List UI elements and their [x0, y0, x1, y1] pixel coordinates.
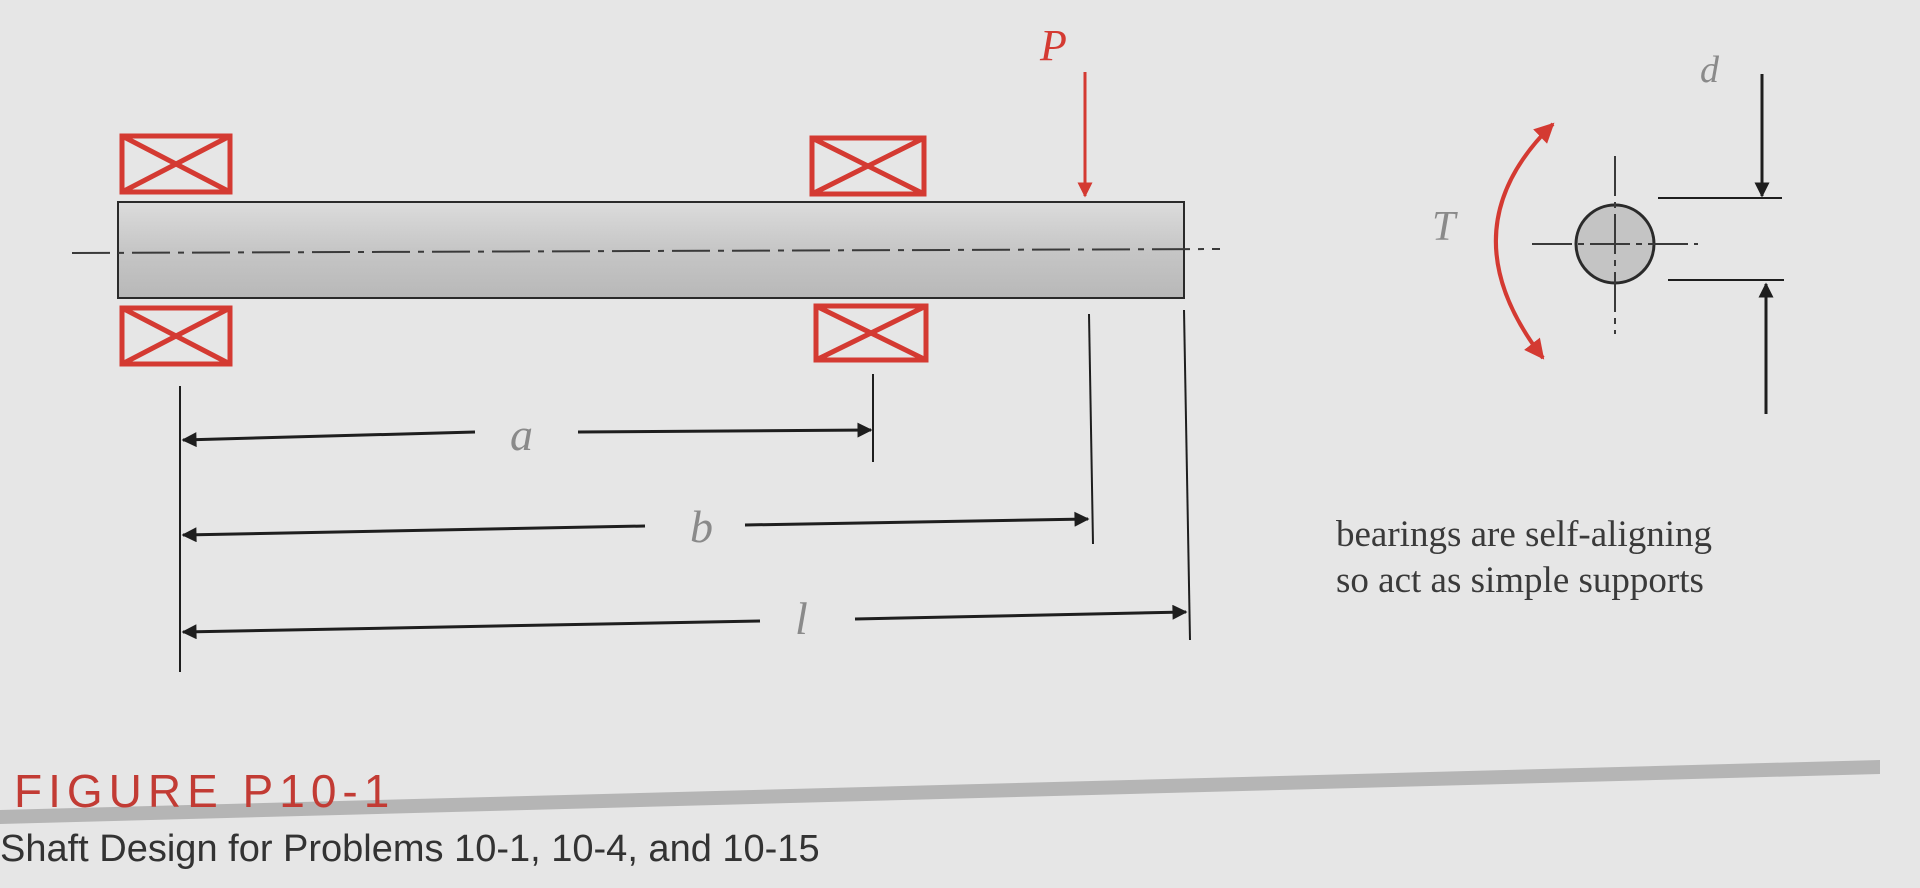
- bearing-left-top: [119, 133, 233, 195]
- bearing-right: [809, 135, 929, 363]
- dimension-l-right: [854, 604, 1188, 621]
- figure-caption: Shaft Design for Problems 10-1, 10-4, an…: [0, 828, 820, 870]
- extension-line-b: [1088, 313, 1094, 545]
- torque-label: T: [1432, 204, 1458, 250]
- bearing-left: [119, 133, 233, 367]
- dimension-l-label: l: [795, 593, 808, 644]
- bearing-note: bearings are self-aligning so act as sim…: [1336, 512, 1712, 604]
- bearing-right-top: [809, 135, 927, 197]
- dimension-b-label: b: [690, 501, 713, 552]
- load-label: P: [1039, 21, 1067, 70]
- dimension-a-label: a: [510, 409, 533, 460]
- dimension-l-left: [181, 619, 761, 640]
- bearing-left-bottom: [119, 305, 233, 367]
- dimension-a-right: [577, 422, 873, 438]
- extension-line-l: [1183, 309, 1191, 641]
- torque-arc: [1493, 122, 1555, 360]
- bearing-note-line-1: bearings are self-aligning: [1336, 514, 1713, 555]
- bearing-note-line-2: so act as simple supports: [1336, 560, 1704, 601]
- figure-title: FIGURE P10-1: [14, 765, 396, 817]
- shaft-centerline: [71, 248, 1221, 254]
- dimension-b-left: [181, 524, 646, 543]
- cross-section: [1532, 156, 1698, 334]
- title-rule: [0, 760, 1880, 824]
- bearing-right-bottom: [813, 303, 929, 363]
- shaft: [117, 201, 1185, 299]
- dimension-b-right: [744, 511, 1090, 527]
- diameter-label: d: [1700, 49, 1720, 91]
- dimension-a-left: [181, 430, 476, 448]
